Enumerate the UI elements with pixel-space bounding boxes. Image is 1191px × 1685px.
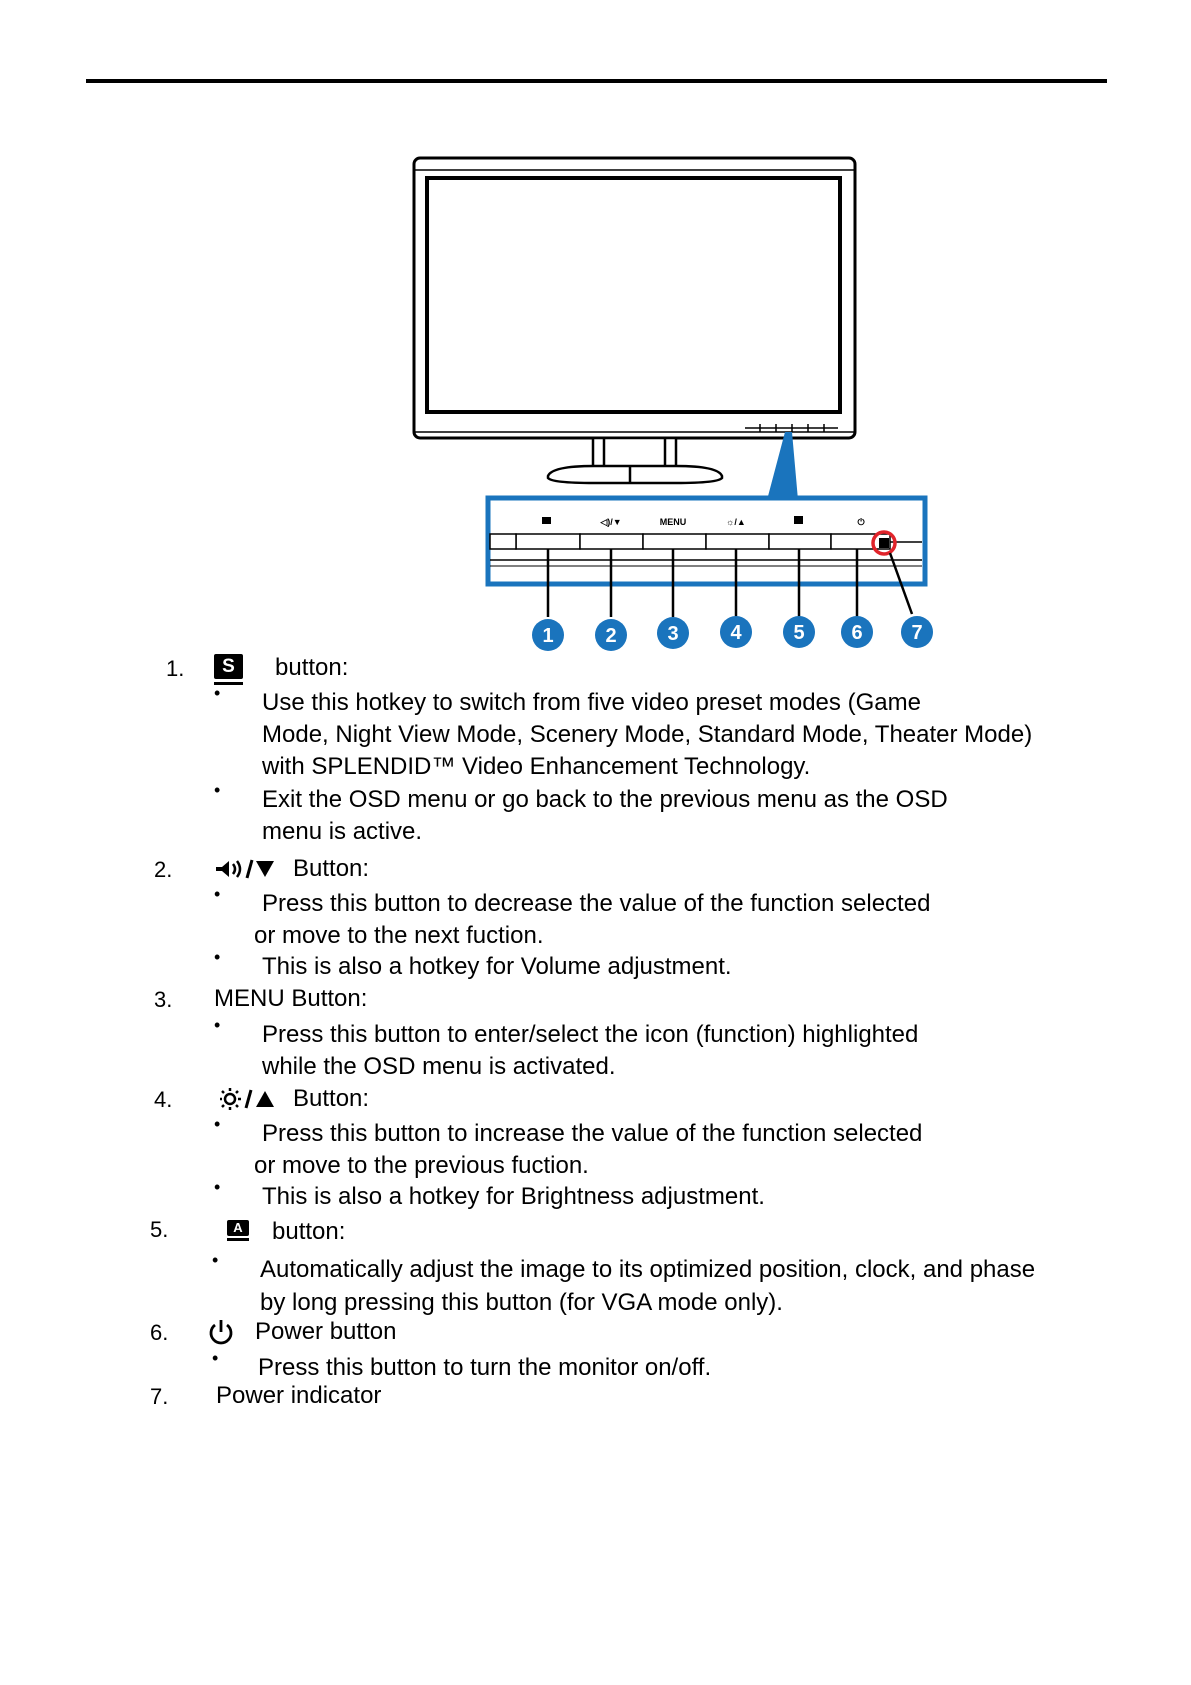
power-icon — [209, 1320, 233, 1345]
auto-adjust-a-icon: A — [227, 1220, 249, 1236]
monitor-diagram: ◁)/▼ MENU ☼/▲ ⏻ 1 2 3 4 5 6 7 — [412, 156, 933, 651]
auto-adjust-a-icon-underline — [227, 1238, 249, 1241]
bullet-text: Press this button to turn the monitor on… — [258, 1354, 712, 1381]
monitor-stand — [546, 436, 724, 485]
item-number: 5. — [150, 1217, 169, 1242]
panel-labels: ◁)/▼ MENU ☼/▲ ⏻ — [542, 516, 865, 527]
item-heading: Power indicator — [216, 1382, 382, 1409]
splendid-s-icon-underline — [214, 682, 243, 685]
svg-text:3: 3 — [667, 623, 678, 645]
svg-text:2: 2 — [605, 625, 616, 647]
panel-label-power: ⏻ — [857, 517, 865, 527]
item-number: 2. — [154, 857, 173, 882]
bullet-dot: • — [214, 1015, 221, 1035]
item-number: 7. — [150, 1384, 169, 1409]
callout-3: 3 — [657, 617, 689, 649]
svg-text:1: 1 — [542, 625, 553, 647]
item-heading: Power button — [255, 1318, 397, 1345]
bullet-text: with SPLENDID™ Video Enhancement Technol… — [262, 753, 811, 780]
bullet-text: Use this hotkey to switch from five vide… — [262, 689, 921, 716]
bullet-dot: • — [214, 1177, 221, 1197]
bullet-text: or move to the previous fuction. — [254, 1152, 589, 1179]
bullet-text: Mode, Night View Mode, Scenery Mode, Sta… — [262, 721, 1033, 748]
brightness-up-icon — [220, 1088, 274, 1110]
bullet-text: Press this button to enter/select the ic… — [262, 1021, 919, 1048]
panel-label-menu: MENU — [660, 517, 687, 527]
bullet-dot: • — [214, 1114, 221, 1134]
item-number: 4. — [154, 1087, 173, 1112]
callout-2: 2 — [595, 619, 627, 651]
item-heading: Button: — [293, 855, 370, 882]
power-indicator-ring — [871, 530, 897, 556]
bullet-dot: • — [214, 884, 221, 904]
callout-5: 5 — [783, 616, 815, 648]
callout-1: 1 — [532, 619, 564, 651]
svg-text:6: 6 — [851, 622, 862, 644]
item-number: 1. — [166, 656, 185, 681]
volume-down-icon — [216, 859, 274, 879]
callout-7: 7 — [901, 616, 933, 648]
item-number: 3. — [154, 987, 173, 1012]
bullet-dot: • — [214, 683, 221, 703]
svg-text:5: 5 — [793, 622, 804, 644]
item-heading: button: — [275, 654, 349, 681]
svg-text:7: 7 — [911, 622, 922, 644]
svg-text:4: 4 — [730, 622, 742, 644]
bullet-text: Automatically adjust the image to its op… — [260, 1256, 1036, 1283]
bullet-text: Exit the OSD menu or go back to the prev… — [262, 786, 948, 813]
bullet-text: while the OSD menu is activated. — [262, 1053, 616, 1080]
bullet-text: Press this button to decrease the value … — [262, 890, 931, 917]
bullet-dot: • — [214, 947, 221, 967]
bullet-dot: • — [212, 1348, 219, 1368]
bullet-dot: • — [214, 780, 221, 800]
splendid-s-icon: S — [214, 654, 243, 679]
top-rule — [86, 79, 1107, 83]
monitor-screen — [425, 176, 842, 414]
bullet-text: by long pressing this button (for VGA mo… — [260, 1289, 783, 1316]
bullet-text: This is also a hotkey for Brightness adj… — [262, 1183, 765, 1210]
item-number: 6. — [150, 1320, 169, 1345]
panel-label-volume: ◁)/▼ — [599, 517, 621, 527]
bullet-text: menu is active. — [262, 818, 423, 845]
callout-4: 4 — [720, 616, 752, 648]
callout-6: 6 — [841, 616, 873, 648]
zoom-wedge — [767, 432, 798, 500]
bullet-text: This is also a hotkey for Volume adjustm… — [262, 953, 732, 980]
panel-label-brightness: ☼/▲ — [726, 517, 746, 527]
item-heading: Button: — [293, 1085, 370, 1112]
item-heading: MENU Button: — [214, 985, 368, 1012]
item-heading: button: — [272, 1218, 346, 1245]
bullet-dot: • — [212, 1250, 219, 1270]
bullet-text: Press this button to increase the value … — [262, 1120, 923, 1147]
bullet-text: or move to the next fuction. — [254, 922, 544, 949]
